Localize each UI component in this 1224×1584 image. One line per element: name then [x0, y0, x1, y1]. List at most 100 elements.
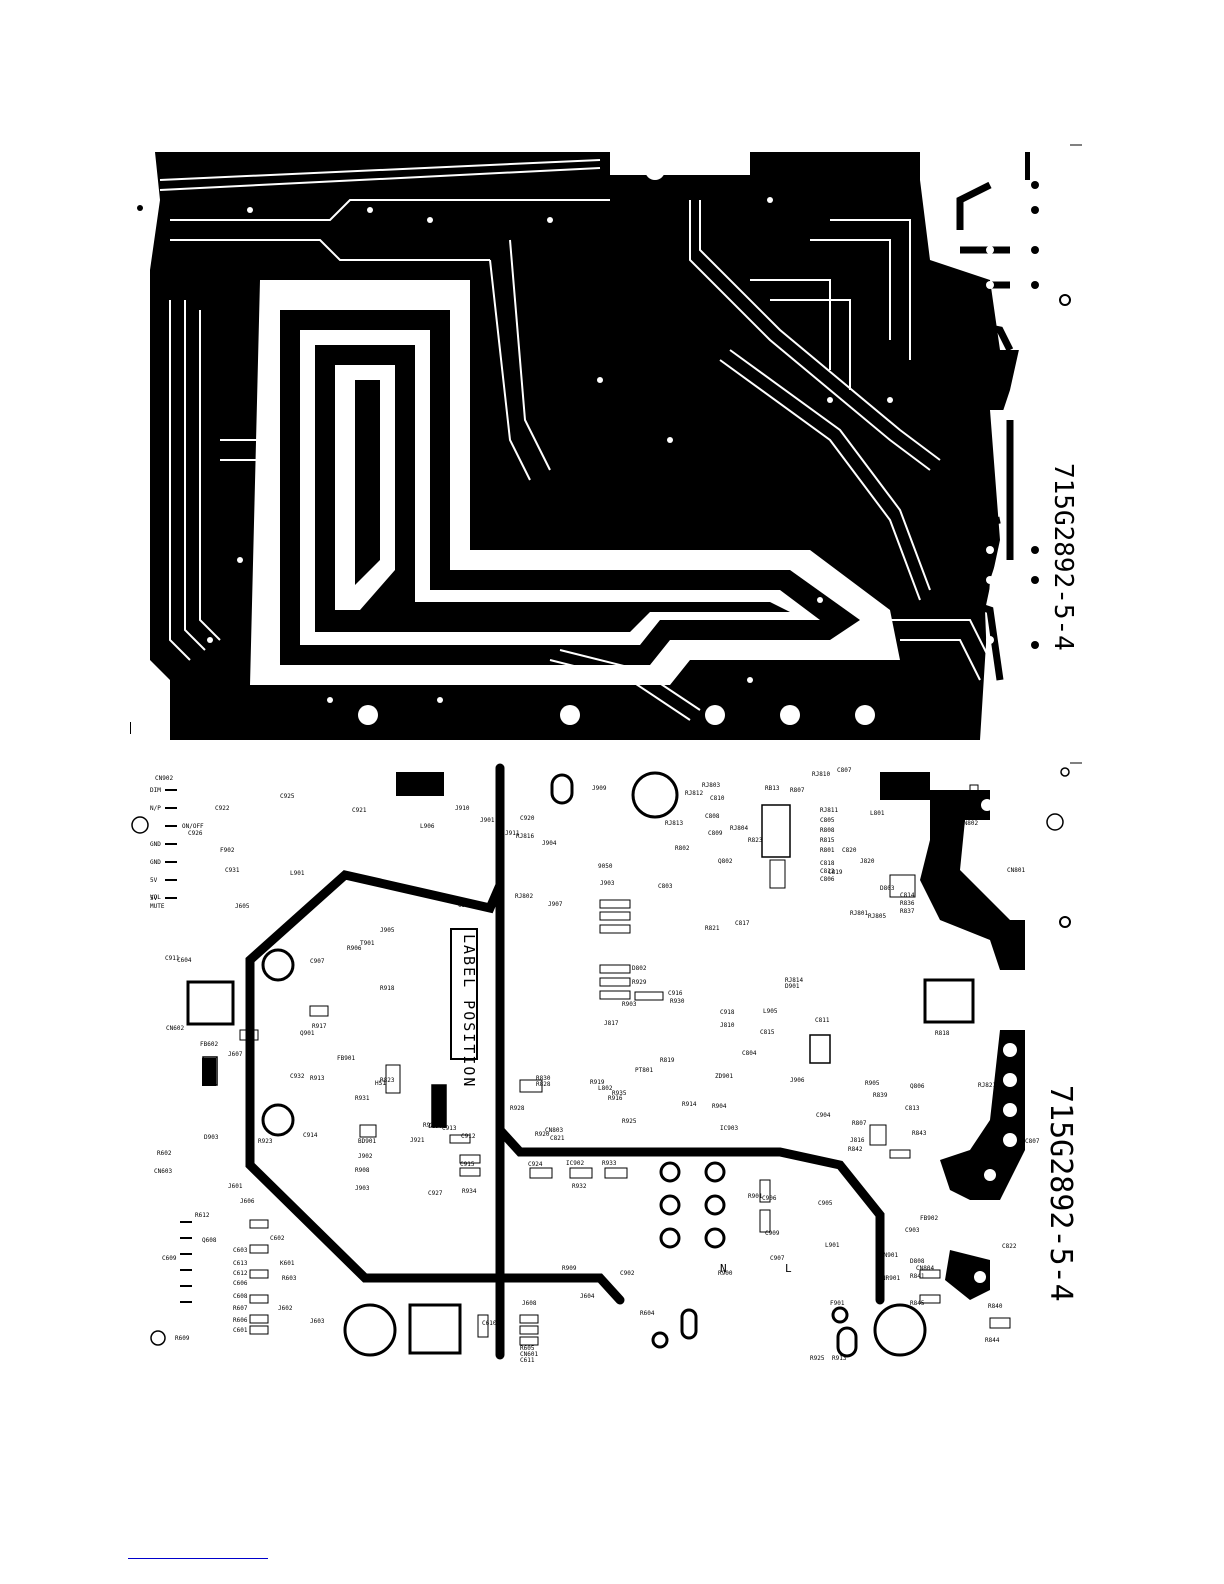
component-footprints	[239, 784, 1011, 1346]
designator-c609: C609	[162, 1255, 177, 1262]
designator-rj813: RJ813	[665, 820, 683, 827]
designator-r906: R906	[347, 945, 362, 952]
designator-c926: C926	[188, 830, 203, 837]
designator-cn603: CN603	[154, 1168, 172, 1175]
designator-cn601: CN601	[520, 1351, 538, 1358]
designator-j911: J911	[505, 830, 520, 837]
designator-fb901: FB901	[337, 1055, 355, 1062]
designator-nr901: NR901	[882, 1275, 900, 1282]
designator-c809: C809	[708, 830, 723, 837]
designator-r830: R830	[536, 1075, 551, 1082]
designator-r925: R925	[622, 1118, 637, 1125]
designator-j608: J608	[522, 1300, 537, 1307]
designator-c804: C804	[742, 1050, 757, 1057]
designator-ic903: IC903	[720, 1125, 738, 1132]
designator-c916: C916	[668, 990, 683, 997]
designator-j816: J816	[850, 1137, 865, 1144]
designator-rb13: RB13	[765, 785, 780, 792]
designator-c932: C932	[290, 1073, 305, 1080]
designator-r802: R802	[675, 845, 690, 852]
designator-r909: R909	[562, 1265, 577, 1272]
designator-r935: R935	[612, 1090, 627, 1097]
designator-r928: R928	[510, 1105, 525, 1112]
designator-j810: J810	[720, 1022, 735, 1029]
cn902-pin-lines	[165, 789, 192, 1303]
cn603-header	[202, 1058, 216, 1086]
designator-q802: Q802	[718, 858, 733, 865]
pin-label-7: VOL	[150, 894, 161, 901]
designator-j602: J602	[278, 1305, 293, 1312]
designator-c905: C905	[818, 1200, 833, 1207]
silkscreen-layer: CN902C922C925C921C926F902C931L906J910J90…	[131, 762, 1082, 1364]
designator-r821: R821	[705, 925, 720, 932]
designator-c920: C920	[520, 815, 535, 822]
designator-c921: C921	[352, 807, 367, 814]
designator-c810: C810	[710, 795, 725, 802]
designator-c815: C815	[760, 1029, 775, 1036]
designator-j902: J902	[358, 1153, 373, 1160]
designator-c812: C812	[820, 868, 835, 875]
designator-j820: J820	[860, 858, 875, 865]
pin-label-1: N/P	[150, 805, 161, 812]
designator-r913: R913	[832, 1355, 847, 1362]
designator-r807: R807	[790, 787, 805, 794]
designator-d903: D903	[204, 1134, 219, 1141]
designator-j603: J603	[310, 1318, 325, 1325]
designator-c904: C904	[816, 1112, 831, 1119]
designator-r828: R828	[536, 1081, 551, 1088]
board-id-label: 715G2892-5-4	[1048, 463, 1078, 651]
designator-r607: R607	[233, 1305, 248, 1312]
designator-j907: J907	[548, 901, 563, 908]
designator-j903: J903	[355, 1185, 370, 1192]
polarity-block-2	[880, 772, 930, 800]
designator-l801: L801	[870, 810, 885, 817]
designator-c819: C819	[828, 869, 843, 876]
designator-l901: L901	[290, 870, 305, 877]
mains-l-label: L	[785, 1262, 792, 1275]
designator-r819: R819	[660, 1057, 675, 1064]
designator-l905: L905	[763, 1008, 778, 1015]
designator-c927: C927	[428, 1190, 443, 1197]
designator-rj802: RJ802	[515, 893, 533, 900]
designator-c911: C911	[165, 955, 180, 962]
designator-f902: F902	[220, 847, 235, 854]
designator-c601: C601	[233, 1327, 248, 1334]
designator-r919: R919	[590, 1079, 605, 1086]
label-position-text: LABEL POSITION	[460, 934, 478, 1089]
designator-c903: C903	[905, 1227, 920, 1234]
designator-rj816: RJ816	[516, 833, 534, 840]
designator-c902: C902	[620, 1270, 635, 1277]
designator-c821: C821	[550, 1135, 565, 1142]
designator-l802: L802	[598, 1085, 613, 1092]
designator-c603: C603	[233, 1247, 248, 1254]
designator-q608: Q608	[202, 1237, 217, 1244]
designator-r924: R924	[423, 1122, 438, 1129]
designator-r606: R606	[233, 1317, 248, 1324]
designator-fb902: FB902	[920, 1215, 938, 1222]
designator-r605: R605	[520, 1345, 535, 1352]
designator-9050: 9050	[598, 863, 613, 870]
designator-r925: R925	[810, 1355, 825, 1362]
designator-c807: C807	[1025, 1138, 1040, 1145]
designator-c913: C913	[442, 1125, 457, 1132]
designator-j903: J903	[600, 880, 615, 887]
designator-l906: L906	[420, 823, 435, 830]
designator-d802: D802	[632, 965, 647, 972]
designator-r818: R818	[935, 1030, 950, 1037]
designator-c610: C610	[482, 1320, 497, 1327]
designator-c925: C925	[280, 793, 295, 800]
designator-c811: C811	[815, 1017, 830, 1024]
connector-traces	[926, 181, 1014, 681]
designator-r913: R913	[310, 1075, 325, 1082]
designator-rj805: RJ805	[868, 913, 886, 920]
designator-r841: R841	[910, 1273, 925, 1280]
designator-r900: R900	[718, 1270, 733, 1277]
designator-f901: F901	[830, 1300, 845, 1307]
designator-cn802: CN802	[960, 820, 978, 827]
designator-c924: C924	[528, 1161, 543, 1168]
designator-c912: C912	[461, 1133, 476, 1140]
designator-c806: C806	[820, 876, 835, 883]
designator-r932: R932	[572, 1183, 587, 1190]
designator-rj814: RJ814	[785, 977, 803, 984]
